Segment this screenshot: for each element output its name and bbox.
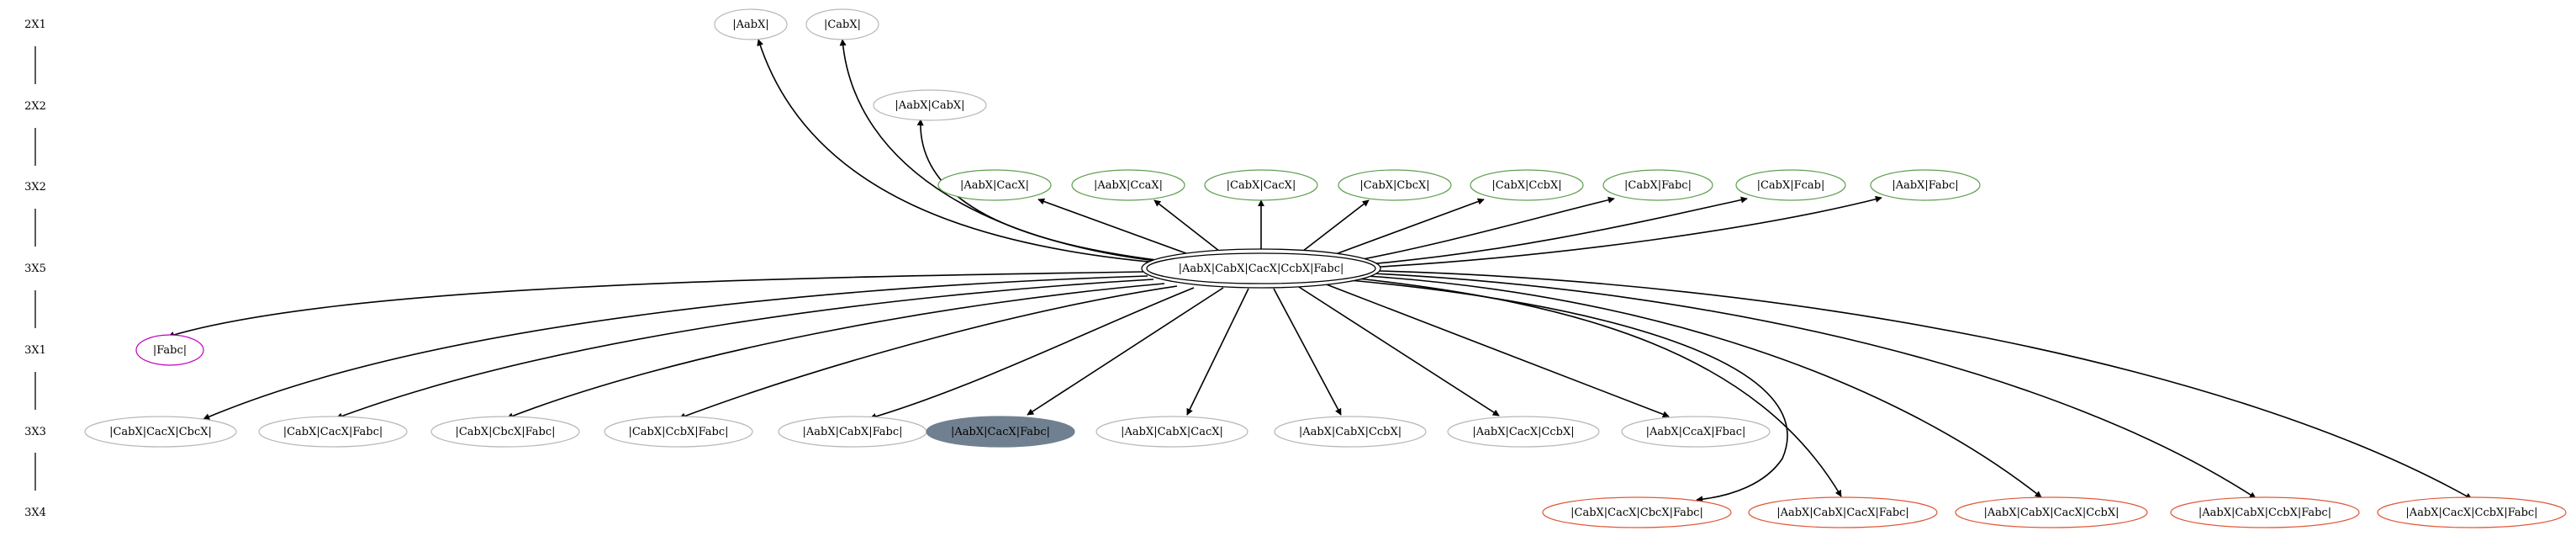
- edge: [1186, 288, 1249, 416]
- node-label: |AabX|CcaX|: [1094, 179, 1163, 192]
- node-cabx-ccbx-fabc[interactable]: |CabX|CcbX|Fabc|: [604, 416, 753, 448]
- edge: [869, 287, 1195, 420]
- node-aabx-cabx-cacx-fabc[interactable]: |AabX|CabX|CacX|Fabc|: [1748, 496, 1938, 528]
- nodes: |AabX| |CabX| |AabX|CabX| |AabX|CacX| |A…: [84, 8, 2567, 528]
- node-label: |CabX|CcbX|: [1491, 179, 1561, 192]
- edge: [1344, 196, 1615, 263]
- node-aabx-cacx-fabc[interactable]: |AabX|CacX|Fabc|: [926, 416, 1075, 448]
- node-label: |AabX|CacX|CcbX|: [1472, 426, 1574, 438]
- edges: [167, 39, 2473, 503]
- node-cabx-cacx-cbcx-fabc[interactable]: |CabX|CacX|CbcX|Fabc|: [1542, 496, 1732, 528]
- edge: [1273, 288, 1342, 416]
- node-cabx-cbcx[interactable]: |CabX|CbcX|: [1338, 169, 1452, 201]
- node-aabx-cacx[interactable]: |AabX|CacX|: [937, 169, 1052, 201]
- edge: [839, 39, 1211, 267]
- node-aabx-ccax-fbac[interactable]: |AabX|CcaX|Fbac|: [1621, 416, 1771, 448]
- edge: [1298, 286, 1500, 417]
- node-aabx-cabx-cacx-ccbx[interactable]: |AabX|CabX|CacX|CcbX|: [1955, 496, 2148, 528]
- node-aabx-ccax[interactable]: |AabX|CcaX|: [1071, 169, 1185, 201]
- node-label: |CabX|CcbX|Fabc|: [628, 426, 728, 438]
- node-fabc[interactable]: |Fabc|: [135, 334, 204, 366]
- node-label: |AabX|: [732, 19, 768, 31]
- node-label: |AabX|CabX|CcbX|: [1299, 426, 1401, 438]
- node-cabx-cacx[interactable]: |CabX|CacX|: [1204, 169, 1318, 201]
- node-label: |CabX|CacX|Fabc|: [283, 426, 383, 438]
- node-label: |CabX|CbcX|Fabc|: [455, 426, 555, 438]
- node-aabx-cabx-ccbx-fabc[interactable]: |AabX|CabX|CcbX|Fabc|: [2170, 496, 2360, 528]
- node-cabx-fcab[interactable]: |CabX|Fcab|: [1735, 169, 1846, 201]
- edge: [916, 119, 1211, 267]
- node-label: |AabX|Fabc|: [1892, 179, 1958, 192]
- edge: [1371, 273, 2257, 499]
- node-aabx-cacx-ccbx-fabc[interactable]: |AabX|CacX|CcbX|Fabc|: [2377, 496, 2567, 528]
- node-label: |AabX|CabX|CacX|CcbX|: [1984, 507, 2119, 519]
- edge: [1357, 278, 1842, 497]
- node-label: |CabX|Fabc|: [1624, 179, 1692, 192]
- node-label: |CabX|CacX|CbcX|Fabc|: [1570, 507, 1703, 519]
- edge: [1378, 270, 2473, 500]
- node-aabx-cabx-cacx[interactable]: |AabX|CabX|CacX|: [1095, 416, 1248, 448]
- node-label: |AabX|CabX|CacX|Fabc|: [1776, 507, 1909, 519]
- node-aabx[interactable]: |AabX|: [714, 8, 788, 40]
- node-cabx-cacx-fabc[interactable]: |CabX|CacX|Fabc|: [258, 416, 408, 448]
- rank-label-3x5: 3X5: [24, 263, 46, 275]
- node-label: |CabX|CacX|CbcX|: [109, 426, 212, 438]
- edge: [1037, 198, 1203, 260]
- edge: [1323, 283, 1670, 418]
- rank-axis: 2X1 2X2 3X2 3X5 3X1 3X3 3X4: [24, 19, 46, 519]
- node-label: |AabX|CcaX|Fbac|: [1646, 426, 1746, 438]
- edge: [1027, 287, 1224, 416]
- node-cabx-fabc[interactable]: |CabX|Fabc|: [1602, 169, 1713, 201]
- node-label: |CabX|CacX|: [1227, 179, 1296, 192]
- node-cabx-ccbx[interactable]: |CabX|CcbX|: [1470, 169, 1584, 201]
- rank-label-2x1: 2X1: [24, 19, 46, 31]
- node-aabx-cabx-fabc[interactable]: |AabX|CabX|Fabc|: [778, 416, 927, 448]
- node-label: |AabX|CabX|: [895, 99, 964, 112]
- edge: [1365, 195, 1882, 268]
- rank-label-3x4: 3X4: [24, 507, 46, 519]
- rank-label-3x2: 3X2: [24, 181, 46, 194]
- edge: [678, 285, 1178, 420]
- node-label: |AabX|CabX|CcbX|Fabc|: [2199, 507, 2331, 519]
- node-aabx-cabx-ccbx[interactable]: |AabX|CabX|CcbX|: [1274, 416, 1427, 448]
- node-label: |CabX|: [824, 19, 861, 31]
- node-label: |AabX|CacX|: [960, 179, 1029, 192]
- edge: [1153, 199, 1224, 255]
- edge: [1323, 198, 1485, 259]
- node-label: |CabX|Fcab|: [1757, 179, 1825, 192]
- node-cabx-cbcx-fabc[interactable]: |CabX|CbcX|Fabc|: [430, 416, 580, 448]
- node-label: |AabX|CacX|CcbX|Fabc|: [2405, 507, 2537, 519]
- node-label: |AabX|CacX|Fabc|: [951, 426, 1050, 438]
- node-label: |AabX|CabX|CacX|: [1121, 426, 1223, 438]
- node-label: |CabX|CbcX|: [1359, 179, 1429, 192]
- edge: [1365, 275, 2042, 498]
- node-label: |AabX|CabX|CacX|CcbX|Fabc|: [1179, 263, 1344, 275]
- node-label: |Fabc|: [153, 344, 187, 357]
- node-aabx-fabc[interactable]: |AabX|Fabc|: [1870, 169, 1981, 201]
- edge: [757, 39, 1203, 267]
- rank-label-3x1: 3X1: [24, 344, 46, 357]
- edge: [167, 271, 1144, 338]
- rank-label-2x2: 2X2: [24, 100, 46, 113]
- edge: [1298, 199, 1370, 255]
- node-cabx-cacx-cbcx[interactable]: |CabX|CacX|CbcX|: [84, 416, 237, 448]
- node-aabx-cacx-ccbx[interactable]: |AabX|CacX|CcbX|: [1447, 416, 1600, 448]
- rank-label-3x3: 3X3: [24, 426, 46, 438]
- edge: [335, 279, 1154, 420]
- node-cabx[interactable]: |CabX|: [805, 8, 879, 40]
- edge: [506, 283, 1165, 420]
- node-label: |AabX|CabX|Fabc|: [803, 426, 903, 438]
- node-center[interactable]: |AabX|CabX|CacX|CcbX|Fabc|: [1141, 248, 1381, 289]
- edge: [203, 275, 1148, 420]
- edge: [1357, 196, 1748, 266]
- node-aabx-cabx[interactable]: |AabX|CabX|: [873, 89, 987, 121]
